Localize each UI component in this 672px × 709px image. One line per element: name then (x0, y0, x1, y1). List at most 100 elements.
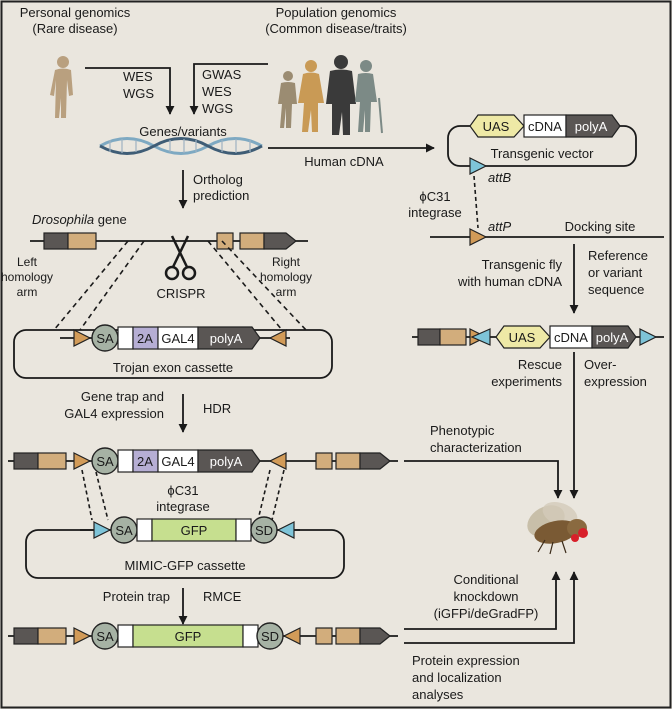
rmce-label: RMCE (203, 589, 242, 604)
svg-text:(iGFPi/deGradFP): (iGFPi/deGradFP) (434, 606, 539, 621)
hdr-label: HDR (203, 401, 231, 416)
svg-text:cDNA: cDNA (528, 119, 562, 134)
docking-site-label: Docking site (565, 219, 636, 234)
genes-variants-label: Genes/variants (139, 124, 227, 139)
svg-text:2A: 2A (137, 454, 153, 469)
population-figures-icon (278, 55, 383, 135)
svg-text:UAS: UAS (509, 330, 536, 345)
svg-text:UAS: UAS (483, 119, 510, 134)
svg-text:and localization: and localization (412, 670, 502, 685)
fruit-fly-icon (527, 501, 588, 555)
rescue-experiments-label: Rescue experiments (491, 357, 562, 389)
attp-triangle-icon (73, 452, 92, 470)
transgenic-fly-label: Transgenic fly with human cDNA (457, 257, 563, 289)
svg-text:arm: arm (17, 285, 38, 299)
svg-text:SD: SD (255, 523, 273, 538)
svg-text:GWAS: GWAS (202, 67, 242, 82)
svg-text:Over-: Over- (584, 357, 617, 372)
svg-text:Right: Right (272, 255, 301, 269)
integrase-dashed-line (473, 175, 479, 229)
svg-text:polyA: polyA (210, 454, 243, 469)
svg-text:SA: SA (96, 629, 114, 644)
svg-text:SA: SA (96, 454, 114, 469)
left-homology-arm-label: Left homology arm (1, 255, 53, 299)
svg-text:integrase: integrase (408, 205, 461, 220)
svg-text:SD: SD (261, 629, 279, 644)
attb-triangle-icon (276, 521, 295, 539)
mimic-gfp-cassette-label: MIMIC-GFP cassette (124, 558, 245, 573)
svg-text:GAL4: GAL4 (161, 454, 194, 469)
svg-text:experiments: experiments (491, 374, 562, 389)
attp-triangle-icon (268, 329, 287, 347)
ortholog-prediction-label: Ortholog prediction (193, 172, 249, 203)
svg-text:GFP: GFP (181, 523, 208, 538)
conditional-knockdown-label: Conditional knockdown (iGFPi/deGradFP) (434, 572, 539, 621)
gwas-wes-wgs-label: GWAS WES WGS (202, 67, 242, 116)
protein-expression-label: Protein expression and localization anal… (412, 653, 520, 702)
trojan-exon-cassette: SA 2A GAL4 polyA Trojan exon cassette (13, 324, 333, 379)
personal-to-genes-arrow (85, 67, 175, 115)
protein-expression-arrow (404, 571, 579, 644)
docking-site-line (430, 228, 664, 246)
rmce-dashed-lines (81, 469, 285, 521)
phic31-integrase-label-left: ϕC31 integrase (156, 483, 209, 514)
svg-text:Gene trap and: Gene trap and (81, 389, 164, 404)
svg-text:polyA: polyA (210, 331, 243, 346)
transgenic-vector-label: Transgenic vector (491, 146, 595, 161)
svg-text:Reference: Reference (588, 248, 648, 263)
attp-triangle-icon (73, 329, 92, 347)
svg-text:ϕC31: ϕC31 (167, 483, 198, 498)
svg-text:Ortholog: Ortholog (193, 172, 243, 187)
svg-text:characterization: characterization (430, 440, 522, 455)
svg-text:analyses: analyses (412, 687, 464, 702)
svg-text:WGS: WGS (123, 86, 154, 101)
svg-text:Left: Left (17, 255, 38, 269)
integrated-uas-cdna-construct: UAS cDNA polyA (412, 325, 664, 349)
attp-label: attP (488, 219, 511, 234)
attp-triangle-icon (268, 452, 287, 470)
svg-text:WGS: WGS (202, 101, 233, 116)
svg-text:homology: homology (1, 270, 53, 284)
svg-text:(Common disease/traits): (Common disease/traits) (265, 21, 407, 36)
drosophila-gene-locus (30, 232, 308, 250)
person-figure-icon (50, 56, 73, 118)
svg-text:(Rare disease): (Rare disease) (32, 21, 117, 36)
phenotypic-characterization-label: Phenotypic characterization (430, 423, 522, 455)
attb-triangle-icon (469, 157, 488, 175)
phenotypic-arrow (404, 460, 563, 499)
trojan-exon-cassette-label: Trojan exon cassette (113, 360, 233, 375)
svg-text:ϕC31: ϕC31 (419, 189, 450, 204)
svg-text:Protein expression: Protein expression (412, 653, 520, 668)
overexpression-label: Over- expression (584, 357, 647, 389)
svg-text:sequence: sequence (588, 282, 644, 297)
personal-genomics-label: Personal genomics (Rare disease) (20, 5, 131, 36)
svg-text:Transgenic fly: Transgenic fly (482, 257, 563, 272)
svg-text:integrase: integrase (156, 499, 209, 514)
population-to-genes-arrow (189, 63, 268, 115)
mimic-gfp-cassette: SA GFP SD MIMIC-GFP cassette (25, 516, 345, 579)
human-cdna-label: Human cDNA (304, 154, 384, 169)
svg-text:2A: 2A (137, 331, 153, 346)
svg-text:Rescue: Rescue (518, 357, 562, 372)
svg-text:arm: arm (276, 285, 297, 299)
protein-trap-locus: SA GFP SD (8, 622, 398, 650)
gene-trap-locus: SA 2A GAL4 polyA (8, 447, 398, 475)
gene-trap-label: Gene trap and GAL4 expression (64, 389, 164, 421)
svg-text:polyA: polyA (575, 119, 608, 134)
svg-text:WES: WES (202, 84, 232, 99)
wes-wgs-label: WES WGS (123, 69, 154, 101)
transgenic-vector: UAS cDNA polyA Transgenic vector (447, 114, 637, 175)
svg-text:SA: SA (96, 331, 114, 346)
svg-text:Personal genomics: Personal genomics (20, 5, 131, 20)
svg-text:knockdown: knockdown (453, 589, 518, 604)
population-genomics-label: Population genomics (Common disease/trai… (265, 5, 407, 36)
svg-text:homology: homology (260, 270, 312, 284)
phic31-integrase-label-right: ϕC31 integrase (408, 189, 461, 220)
svg-text:expression: expression (584, 374, 647, 389)
homology-dashed-lines (53, 240, 307, 331)
svg-text:WES: WES (123, 69, 153, 84)
svg-text:Phenotypic: Phenotypic (430, 423, 495, 438)
